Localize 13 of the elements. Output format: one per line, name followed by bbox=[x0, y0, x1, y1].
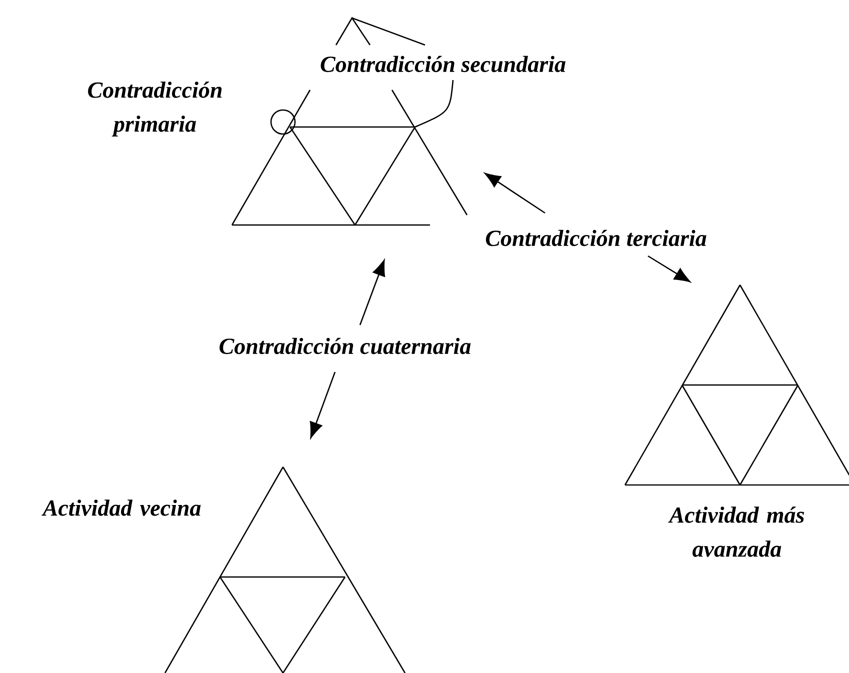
arrow bbox=[484, 172, 546, 214]
arrow bbox=[648, 255, 690, 282]
node-label: Actividad vecina bbox=[42, 500, 201, 516]
contradiction-label: Contradicción cuaternaria bbox=[220, 338, 471, 354]
triangle-drawing bbox=[231, 90, 468, 226]
contradiction-label: Contradicción secundaria bbox=[320, 56, 566, 72]
triangle-drawing bbox=[624, 284, 849, 486]
node-label: Contradicción primaria bbox=[88, 82, 222, 137]
contradiction-label: Contradicción terciaria bbox=[486, 230, 706, 246]
arrow bbox=[359, 260, 386, 326]
leader-line bbox=[414, 80, 454, 128]
arrow bbox=[310, 372, 336, 438]
node-label: Actividad más avanzada bbox=[668, 506, 804, 557]
